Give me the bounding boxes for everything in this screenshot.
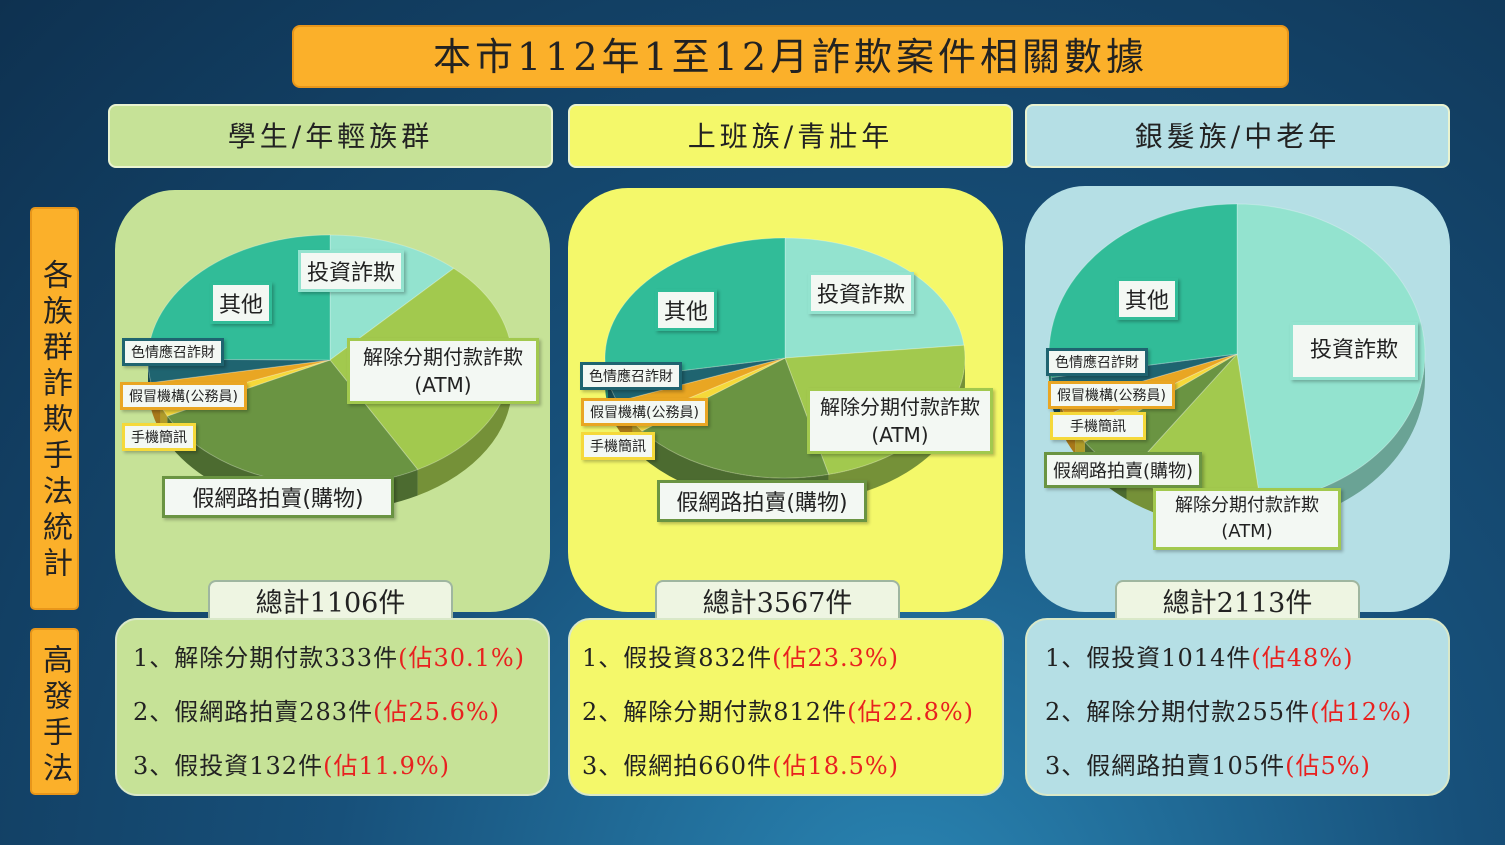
pie-slice-side: [417, 360, 512, 496]
slide-title: 本市112年1至12月詐欺案件相關數據: [292, 25, 1289, 88]
slice-label-installment: 解除分期付款詐欺(ATM): [807, 388, 993, 454]
slice-label-installment: 解除分期付款詐欺(ATM): [347, 338, 539, 404]
method-text: 3、假投資132件: [133, 752, 324, 780]
list-item: 2、解除分期付款255件(佔12%): [1045, 688, 1448, 742]
method-percent: (佔12%): [1310, 698, 1413, 726]
slice-label-investment: 投資詐欺: [1290, 322, 1418, 380]
list-item: 3、假網路拍賣105件(佔5%): [1045, 742, 1448, 796]
slice-label-impersonation: 假冒機構(公務員): [120, 382, 247, 410]
top-methods-students: 1、解除分期付款333件(佔30.1%) 2、假網路拍賣283件(佔25.6%)…: [115, 618, 550, 796]
side-label-top-methods: 高發手法: [30, 628, 79, 795]
slice-label-other: 其他: [655, 289, 718, 331]
slice-label-sex: 色情應召詐財: [580, 362, 682, 390]
list-item: 1、假投資832件(佔23.3%): [582, 634, 1002, 688]
method-text: 3、假網路拍賣105件: [1045, 752, 1286, 780]
list-item: 3、假投資132件(佔11.9%): [133, 742, 548, 796]
method-percent: (佔18.5%): [772, 752, 900, 780]
method-text: 2、解除分期付款255件: [1045, 698, 1311, 726]
list-item: 1、解除分期付款333件(佔30.1%): [133, 634, 548, 688]
list-item: 1、假投資1014件(佔48%): [1045, 634, 1448, 688]
slice-label-investment: 投資詐欺: [808, 272, 915, 314]
top-methods-workers: 1、假投資832件(佔23.3%) 2、解除分期付款812件(佔22.8%) 3…: [568, 618, 1004, 796]
group-header-workers: 上班族/青壯年: [568, 104, 1013, 168]
method-percent: (佔5%): [1285, 752, 1371, 780]
method-text: 2、假網路拍賣283件: [133, 698, 374, 726]
method-text: 1、假投資1014件: [1045, 644, 1252, 672]
method-percent: (佔22.8%): [847, 698, 975, 726]
pie-panel-students: 投資詐欺 其他 色情應召詐財 假冒機構(公務員) 手機簡訊 解除分期付款詐欺(A…: [115, 190, 550, 612]
slice-label-other: 其他: [1116, 278, 1179, 320]
slice-label-online-shopping: 假網路拍賣(購物): [657, 480, 867, 522]
list-item: 3、假網拍660件(佔18.5%): [582, 742, 1002, 796]
method-text: 3、假網拍660件: [582, 752, 773, 780]
method-text: 1、假投資832件: [582, 644, 773, 672]
slice-label-online-shopping: 假網路拍賣(購物): [1044, 452, 1203, 488]
method-percent: (佔11.9%): [323, 752, 451, 780]
group-header-seniors: 銀髮族/中老年: [1025, 104, 1450, 168]
slice-label-sms: 手機簡訊: [1050, 412, 1146, 440]
slice-label-sms: 手機簡訊: [122, 423, 196, 451]
method-percent: (佔48%): [1251, 644, 1354, 672]
slice-label-online-shopping: 假網路拍賣(購物): [162, 476, 394, 518]
slice-label-impersonation: 假冒機構(公務員): [1048, 381, 1175, 409]
list-item: 2、解除分期付款812件(佔22.8%): [582, 688, 1002, 742]
method-text: 1、解除分期付款333件: [133, 644, 399, 672]
list-item: 2、假網路拍賣283件(佔25.6%): [133, 688, 548, 742]
method-text: 2、解除分期付款812件: [582, 698, 848, 726]
slice-label-investment: 投資詐欺: [298, 250, 405, 292]
pie-panel-workers: 投資詐欺 其他 色情應召詐財 假冒機構(公務員) 手機簡訊 解除分期付款詐欺(A…: [568, 188, 1003, 612]
method-percent: (佔25.6%): [373, 698, 501, 726]
top-methods-seniors: 1、假投資1014件(佔48%) 2、解除分期付款255件(佔12%) 3、假網…: [1025, 618, 1450, 796]
slice-label-sex: 色情應召詐財: [122, 338, 224, 366]
group-header-students: 學生/年輕族群: [108, 104, 553, 168]
slice-label-impersonation: 假冒機構(公務員): [581, 398, 708, 426]
slice-label-sex: 色情應召詐財: [1046, 348, 1148, 376]
pie-panel-seniors: 其他 投資詐欺 色情應召詐財 假冒機構(公務員) 手機簡訊 假網路拍賣(購物) …: [1025, 186, 1450, 612]
slice-label-other: 其他: [210, 282, 273, 324]
method-percent: (佔23.3%): [772, 644, 900, 672]
slice-label-installment: 解除分期付款詐欺(ATM): [1153, 488, 1341, 550]
method-percent: (佔30.1%): [398, 644, 526, 672]
slice-label-sms: 手機簡訊: [581, 432, 655, 460]
pie-slice: [641, 357, 830, 479]
side-label-stats: 各族群詐欺手法統計: [30, 207, 79, 610]
